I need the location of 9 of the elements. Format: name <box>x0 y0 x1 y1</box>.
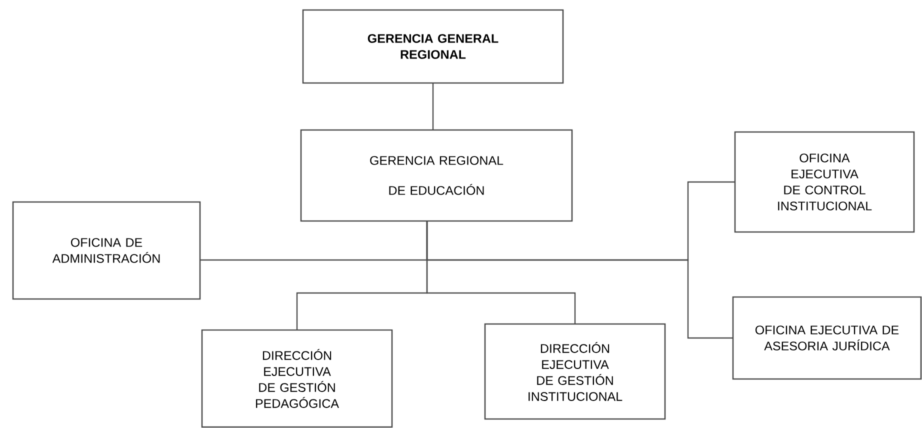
org-box: DIRECCIÓN EJECUTIVA DE GESTIÓN INSTITUCIONAL <box>484 323 666 420</box>
org-box: OFICINA EJECUTIVA DE ASESORIA JURÍDICA <box>732 296 922 380</box>
org-box: OFICINA EJECUTIVA DE CONTROL INSTITUCIONAL <box>734 131 915 233</box>
org-box: DIRECCIÓN EJECUTIVA DE GESTIÓN PEDAGÓGICA <box>201 329 393 428</box>
org-box: GERENCIA REGIONAL DE EDUCACIÓN <box>300 129 573 222</box>
connector-line <box>426 221 576 324</box>
org-box: GERENCIA GENERAL REGIONAL <box>302 9 564 84</box>
connector-line <box>432 83 434 130</box>
org-box: OFICINA DE ADMINISTRACIÓN <box>12 201 201 300</box>
